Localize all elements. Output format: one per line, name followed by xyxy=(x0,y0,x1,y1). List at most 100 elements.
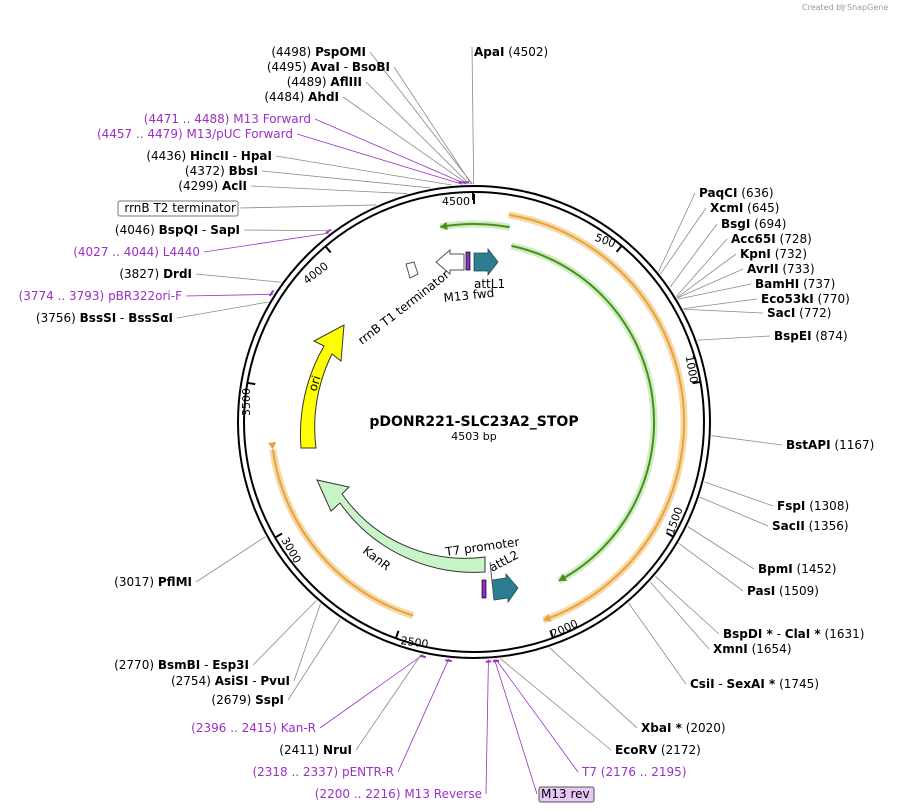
svg-text:(4471 .. 4488) M13 Forward: (4471 .. 4488) M13 Forward xyxy=(144,112,311,126)
site-label-right-0: ApaI (4502) xyxy=(474,45,548,59)
right-site-labels: ApaI (4502)PaqCI (636)XcmI (645)BsgI (69… xyxy=(474,45,874,803)
svg-text:(3017) PflMI: (3017) PflMI xyxy=(114,575,192,589)
svg-text:PasI (1509): PasI (1509) xyxy=(747,584,819,598)
orf-top-arc-arrowhead-icon xyxy=(440,221,448,231)
orf-left-arc-arrowhead-icon xyxy=(267,442,277,450)
svg-text:BstAPI (1167): BstAPI (1167) xyxy=(786,438,874,452)
svg-text:(4489) AflIII: (4489) AflIII xyxy=(287,75,362,89)
tick-2500 xyxy=(394,630,400,639)
svg-text:Acc65I (728): Acc65I (728) xyxy=(731,232,812,246)
svg-text:(3827) DrdI: (3827) DrdI xyxy=(119,267,192,281)
site-label-left-17: (2754) AsiSI - PvuI xyxy=(171,674,290,688)
site-label-right-16: BspDI * - ClaI * (1631) xyxy=(723,627,864,641)
site-label-left-3: (4484) AhdI xyxy=(264,90,339,104)
site-label-right-11: BstAPI (1167) xyxy=(786,438,874,452)
site-label-right-10: BspEI (874) xyxy=(774,329,848,343)
site-label-right-8: Eco53kI (770) xyxy=(761,292,850,306)
created-by-text: Created by xyxy=(802,3,846,12)
primer-mark xyxy=(492,659,500,663)
rrnb-t1-terminator-icon xyxy=(405,261,419,279)
svg-text:(2754) AsiSI - PvuI: (2754) AsiSI - PvuI xyxy=(171,674,290,688)
site-label-right-9: SacI (772) xyxy=(767,306,831,320)
svg-text:(4046) BspQI - SapI: (4046) BspQI - SapI xyxy=(115,223,240,237)
tick-label-1000: 1000 xyxy=(683,354,701,384)
svg-text:(4299) AclI: (4299) AclI xyxy=(178,179,247,193)
svg-text:SacI (772): SacI (772) xyxy=(767,306,831,320)
site-label-left-6: (4436) HincII - HpaI xyxy=(146,149,272,163)
tick-1500 xyxy=(665,531,674,538)
site-label-left-10: (4046) BspQI - SapI xyxy=(115,223,240,237)
site-label-left-16: (2770) BsmBI - Esp3I xyxy=(114,658,249,672)
left-site-labels: (4498) PspOMI(4495) AvaI - BsoBI(4489) A… xyxy=(19,45,482,801)
m13-fwd-arrow-icon xyxy=(435,248,465,276)
site-label-left-4: (4471 .. 4488) M13 Forward xyxy=(144,112,311,126)
site-label-right-6: AvrII (733) xyxy=(747,262,815,276)
svg-text:FspI (1308): FspI (1308) xyxy=(777,499,849,513)
orf-outer-arc-arrowhead-icon xyxy=(543,613,552,622)
svg-text:BpmI (1452): BpmI (1452) xyxy=(758,562,836,576)
tick-500 xyxy=(615,245,623,253)
site-label-left-1: (4495) AvaI - BsoBI xyxy=(267,60,390,74)
svg-text:(2411) NruI: (2411) NruI xyxy=(279,743,352,757)
primer-box xyxy=(538,786,595,803)
tick-label-2500: 2500 xyxy=(400,634,430,651)
site-label-right-19: XbaI * (2020) xyxy=(641,721,726,735)
svg-text:(4495) AvaI - BsoBI: (4495) AvaI - BsoBI xyxy=(267,60,390,74)
svg-text:PaqCI (636): PaqCI (636) xyxy=(699,186,774,200)
site-label-right-21: T7 (2176 .. 2195) xyxy=(581,765,687,779)
svg-text:CsiI - SexAI * (1745): CsiI - SexAI * (1745) xyxy=(690,677,819,691)
site-label-left-22: (2200 .. 2216) M13 Reverse xyxy=(315,787,482,801)
plasmid-name: pDONR221-SLC23A2_STOP xyxy=(369,414,578,430)
site-label-right-1: PaqCI (636) xyxy=(699,186,774,200)
tick-1000 xyxy=(692,380,701,385)
svg-text:(2318 .. 2337) pENTR-R: (2318 .. 2337) pENTR-R xyxy=(252,765,394,779)
site-label-left-8: (4299) AclI xyxy=(178,179,247,193)
label-leader-lines xyxy=(176,46,783,795)
svg-text:BsgI (694): BsgI (694) xyxy=(721,217,786,231)
t7-promoter-icon xyxy=(489,561,495,601)
ori-arrow-icon xyxy=(299,324,345,449)
site-label-right-5: KpnI (732) xyxy=(740,247,807,261)
feature-box xyxy=(117,200,239,217)
site-label-left-20: (2411) NruI xyxy=(279,743,352,757)
site-label-right-13: SacII (1356) xyxy=(772,519,849,533)
svg-text:(2200 .. 2216) M13 Reverse: (2200 .. 2216) M13 Reverse xyxy=(315,787,482,801)
plasmid-size: 4503 bp xyxy=(451,430,496,443)
svg-text:(2770) BsmBI - Esp3I: (2770) BsmBI - Esp3I xyxy=(114,658,249,672)
tick-label-4500: 4500 xyxy=(442,195,470,208)
svg-text:rrnB T2 terminator: rrnB T2 terminator xyxy=(124,201,236,215)
primer-mark xyxy=(268,289,275,297)
svg-text:(4436) HincII - HpaI: (4436) HincII - HpaI xyxy=(146,149,272,163)
svg-text:M13 rev: M13 rev xyxy=(541,787,590,801)
svg-text:SacII (1356): SacII (1356) xyxy=(772,519,849,533)
orf-left-arc xyxy=(267,442,415,619)
svg-text:(3774 .. 3793) pBR322ori-F: (3774 .. 3793) pBR322ori-F xyxy=(19,289,183,303)
site-label-left-11: (4027 .. 4044) L4440 xyxy=(73,245,200,259)
orf-inner-arc-arrowhead-icon xyxy=(558,573,567,581)
feature-arcs xyxy=(267,211,688,624)
svg-text:(2679) SspI: (2679) SspI xyxy=(211,693,284,707)
feature-label-rrnb-t1: rrnB T1 terminator xyxy=(355,268,452,348)
svg-text:EcoRV (2172): EcoRV (2172) xyxy=(615,743,701,757)
site-label-left-2: (4489) AflIII xyxy=(287,75,362,89)
svg-text:(4498) PspOMI: (4498) PspOMI xyxy=(271,45,366,59)
site-label-left-12: (3827) DrdI xyxy=(119,267,192,281)
site-label-left-9: rrnB T2 terminator xyxy=(117,200,239,217)
site-label-right-14: BpmI (1452) xyxy=(758,562,836,576)
site-label-left-19: (2396 .. 2415) Kan-R xyxy=(191,721,316,735)
tick-label-4000: 4000 xyxy=(301,260,331,287)
primer-mark xyxy=(325,228,332,234)
tick-3000 xyxy=(274,532,283,539)
site-label-left-18: (2679) SspI xyxy=(211,693,284,707)
tick-3500 xyxy=(247,381,256,386)
svg-text:BspEI (874): BspEI (874) xyxy=(774,329,848,343)
site-label-right-18: CsiI - SexAI * (1745) xyxy=(690,677,819,691)
svg-text:AvrII (733): AvrII (733) xyxy=(747,262,815,276)
site-label-left-5: (4457 .. 4479) M13/pUC Forward xyxy=(97,127,293,141)
svg-text:ApaI (4502): ApaI (4502) xyxy=(474,45,548,59)
svg-text:T7 (2176 .. 2195): T7 (2176 .. 2195) xyxy=(581,765,687,779)
snapgene-brand: SnapGene xyxy=(847,3,888,12)
orf-inner-arc xyxy=(510,242,658,584)
svg-text:KpnI (732): KpnI (732) xyxy=(740,247,807,261)
